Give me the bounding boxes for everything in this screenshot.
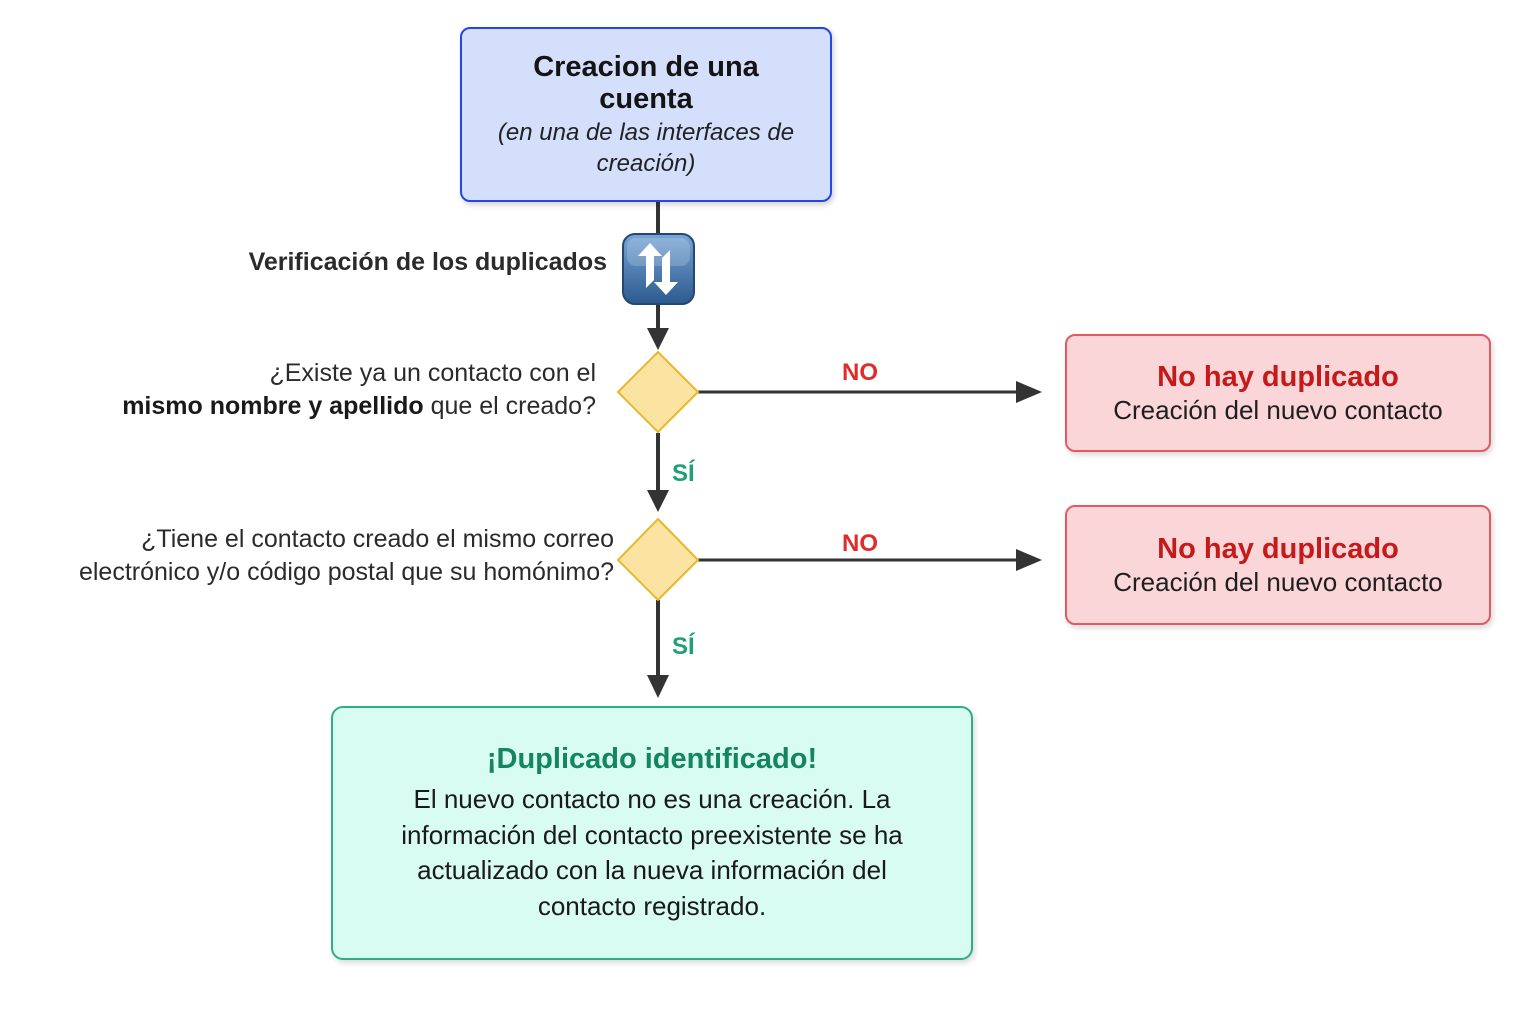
no-duplicate-subtitle-2: Creación del nuevo contacto [1113,566,1443,597]
no-label-2: NO [842,530,878,557]
no-duplicate-title-1: No hay duplicado [1157,360,1399,393]
arrowhead-no-1 [1016,381,1042,403]
no-label-1: NO [842,359,878,386]
result-title: ¡Duplicado identificado! [486,743,818,775]
start-subtitle: (en una de las interfaces de creación) [497,118,795,177]
start-title: Creacion de una cuenta [533,50,759,115]
arrowhead-no-2 [1016,549,1042,571]
result-body: El nuevo contacto no es una creación. La… [401,784,903,921]
refresh-arrows-icon [622,233,695,305]
arrowhead-decision-1 [647,328,669,350]
decision-diamond-2 [616,517,700,602]
question-2-line-2: electrónico y/o código postal que su hom… [78,558,614,586]
no-duplicate-subtitle-1: Creación del nuevo contacto [1113,394,1443,425]
arrowhead-result [647,675,669,698]
start-process-box: Creacion de una cuenta (en una de las in… [460,27,832,202]
question-1-bold: mismo nombre y apellido [122,392,424,420]
question-1-line-1: ¿Existe ya un contacto con el [269,359,596,387]
no-duplicate-box-1: No hay duplicado Creación del nuevo cont… [1065,334,1491,452]
verify-label: Verificación de los duplicados [248,248,607,276]
question-1-line-2: mismo nombre y apellido que el creado? [122,390,596,423]
question-1: ¿Existe ya un contacto con el mismo nomb… [122,357,596,423]
question-2-line-1: ¿Tiene el contacto creado el mismo corre… [141,525,614,553]
si-label-1: SÍ [672,460,695,487]
duplicate-identified-box: ¡Duplicado identificado! El nuevo contac… [331,706,973,960]
no-duplicate-box-2: No hay duplicado Creación del nuevo cont… [1065,505,1491,625]
question-1-rest: que el creado? [423,392,596,420]
si-label-2: SÍ [672,633,695,660]
arrowhead-decision-2 [647,490,669,512]
no-duplicate-title-2: No hay duplicado [1157,532,1399,565]
question-2: ¿Tiene el contacto creado el mismo corre… [79,523,614,589]
decision-diamond-1 [616,350,700,434]
